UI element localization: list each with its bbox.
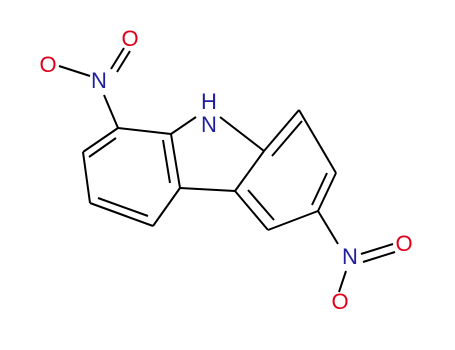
top-nitro-oxygen-left-label: O — [39, 52, 56, 77]
bond-top-nitro-n-o-up — [110, 47, 125, 70]
ring-nitrogen-label: N — [201, 112, 217, 137]
bond-bottom-nitro-n-o-right — [360, 243, 394, 255]
bond-left-4 — [152, 187, 181, 227]
top-nitro-oxygen-up-label: O — [121, 26, 138, 51]
bottom-nitro-oxygen-right-label: O — [395, 231, 412, 256]
bond-left-6 — [117, 127, 172, 135]
bond-right-4 — [267, 210, 319, 231]
bond-left-5-inner — [162, 139, 171, 184]
bottom-nitro-nitrogen-label: N — [342, 244, 358, 269]
bond-right-3 — [317, 172, 337, 212]
bond-five-1 — [170, 116, 197, 135]
bond-left-5 — [170, 133, 181, 189]
bond-right-1-inner — [271, 120, 303, 157]
nh-hydrogen-label: H — [201, 89, 217, 114]
bond-left-3 — [89, 202, 154, 227]
bond-left-1 — [82, 127, 119, 153]
bond-right-5 — [234, 190, 269, 231]
bond-right-1 — [263, 109, 300, 152]
bond-bottom-nitro-c-n — [317, 210, 339, 245]
bond-right-5-inner — [247, 189, 275, 221]
bond-five-3 — [234, 150, 265, 192]
bond-bottom-nitro-n-o-down — [338, 270, 347, 293]
bond-left-3-inner — [97, 197, 149, 217]
bond-top-nitro-n-o-up-inner — [116, 50, 131, 73]
bottom-nitro-oxygen-down-label: O — [331, 289, 348, 314]
bond-right-3-inner — [311, 172, 328, 206]
bond-left-2 — [82, 151, 91, 204]
bond-five-2 — [219, 116, 265, 152]
bond-bottom-nitro-n-o-right-inner — [362, 251, 396, 263]
bond-five-4 — [179, 187, 236, 192]
bond-top-nitro-c-n — [103, 94, 119, 129]
bond-top-nitro-n-o-left — [58, 65, 91, 77]
bond-right-2 — [298, 109, 337, 174]
bond-left-1-inner — [88, 137, 117, 158]
top-nitro-nitrogen-label: N — [91, 68, 107, 93]
